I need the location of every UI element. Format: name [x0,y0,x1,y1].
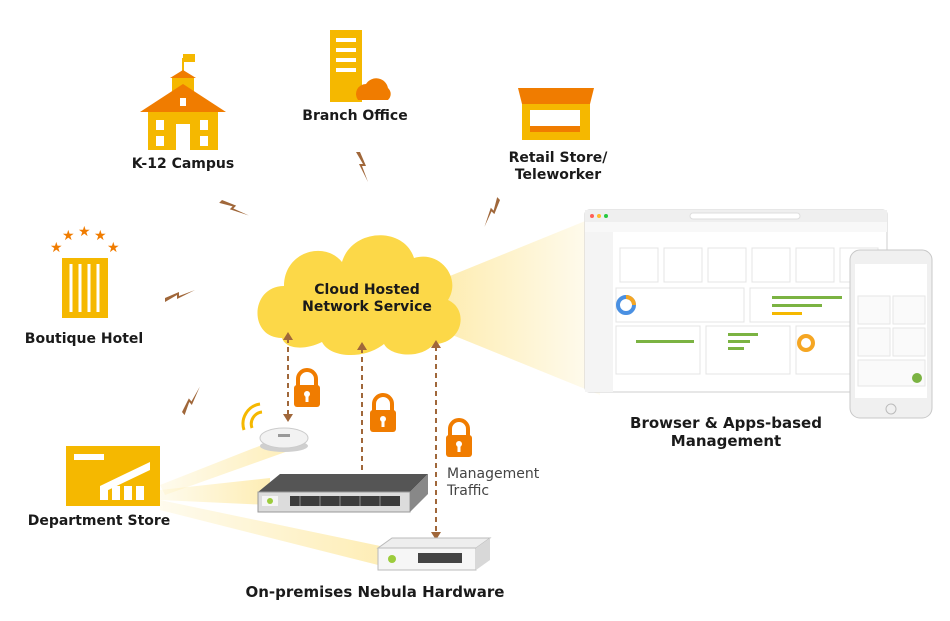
lightning-bolt-icon [165,290,195,302]
lock-icon [444,418,474,459]
lock-icon [368,393,398,434]
management-traffic-arrow [431,340,441,540]
hardware-beam [160,500,390,568]
management-traffic-line2: Traffic [447,482,490,499]
lightning-bolt-icon [219,194,249,225]
management-traffic-arrow [357,342,367,486]
svg-text:★: ★ [107,240,120,256]
wifi-icon [241,402,263,431]
cloud-label-line2: Network Service [302,298,432,315]
browser-management-line1: Browser & Apps-based [630,414,822,432]
lightning-bolt-icon [356,152,368,182]
svg-text:★: ★ [94,228,107,244]
access-point-device [259,427,309,452]
lightning-bolt-icon [475,197,506,227]
k12-campus-building-icon [140,54,226,150]
management-traffic-arrow [283,332,293,422]
lightning-bolt-icon [176,386,208,416]
retail-store-building-icon [518,88,594,140]
security-appliance-device [376,537,492,571]
browser-management-label: Browser & Apps-based Management [608,414,844,450]
branch-office-building-icon [330,30,391,102]
cloud-label: Cloud Hosted Network Service [284,282,450,316]
retail-store-label: Retail Store/ Teleworker [490,150,626,184]
svg-text:★: ★ [62,228,75,244]
on-premises-hardware-label: On-premises Nebula Hardware [245,583,505,601]
retail-store-label-line1: Retail Store/ [508,150,608,166]
lock-icon [292,368,322,409]
phone-app-device [849,249,933,419]
svg-text:★: ★ [78,224,91,240]
boutique-hotel-building-icon: ★ ★ ★ ★ ★ [50,224,120,318]
department-store-building-icon [66,446,160,506]
switch-beam [160,478,270,505]
cloud-beam [440,215,600,395]
management-traffic-line1: Management [447,466,540,482]
boutique-hotel-label: Boutique Hotel [24,331,144,347]
svg-text:★: ★ [50,240,63,256]
cloud-icon [257,235,461,356]
department-store-label: Department Store [27,513,171,529]
cloud-label-line1: Cloud Hosted [314,282,420,298]
branch-office-label: Branch Office [302,108,408,124]
browser-management-line2: Management [670,432,782,450]
browser-dashboard-window [584,209,888,393]
management-traffic-label: Management Traffic [447,466,539,500]
retail-store-label-line2: Teleworker [514,166,602,183]
network-switch-device [257,474,428,513]
k12-campus-label: K-12 Campus [131,156,235,172]
